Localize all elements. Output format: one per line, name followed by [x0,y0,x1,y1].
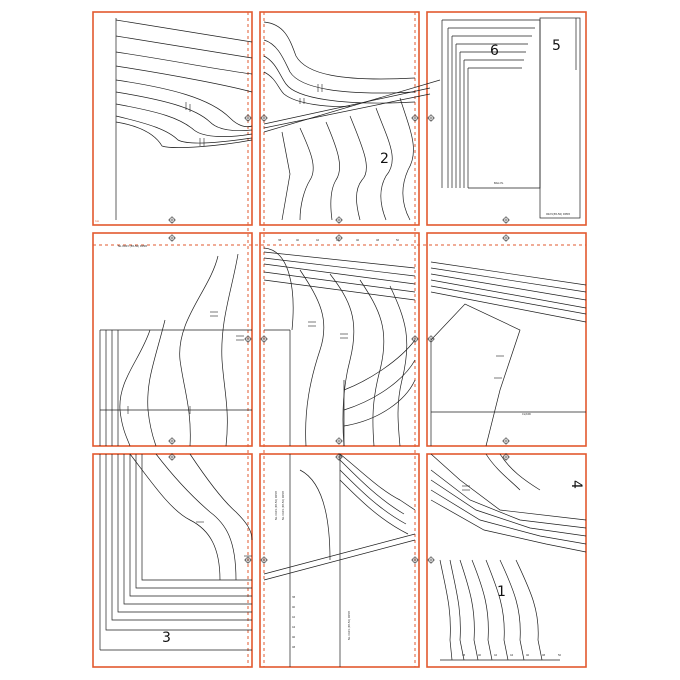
registration-marks [168,114,510,564]
registration-mark-icon [168,234,176,242]
tile-4-lines: NL 0023 (38-50) DP08 [99,244,252,447]
tile-8-vertical-a: NL 0023 (38-50) DP08 [274,491,278,520]
svg-text:46: 46 [292,636,296,639]
registration-mark-icon [502,437,510,445]
registration-mark-icon [502,453,510,461]
registration-mark-icon [427,114,435,122]
tile-8-vertical-b: NL 0023 (38-50) DP08 [281,491,285,520]
tile-2-border [259,11,420,226]
tile-4-header-label: NL 0023 (38-50) DP08 [118,244,147,248]
svg-text:44: 44 [510,654,514,657]
svg-text:46: 46 [356,239,360,242]
registration-mark-icon [502,234,510,242]
registration-mark-icon [335,234,343,242]
registration-mark-icon [168,216,176,224]
piece-number-1: 1 [497,584,506,600]
registration-mark-icon [260,335,268,343]
registration-mark-icon [411,335,419,343]
registration-mark-icon [244,556,252,564]
tile-3-border [426,11,587,226]
tile-9-lines: 1 4 38 40 42 44 46 48 50 [430,453,587,661]
tile-grid [92,11,587,668]
registration-mark-icon [335,453,343,461]
tile-5-lines: 38 40 42 44 46 48 50 [263,239,416,447]
tile-9-border [426,453,587,668]
registration-mark-icon [502,216,510,224]
piece-number-4: 4 [568,480,584,489]
svg-text:38: 38 [278,239,282,242]
svg-text:42: 42 [316,239,320,242]
tile-8-vertical-c: NL 0023 (38-50) DP08 [347,611,351,640]
tile-1-border [92,11,253,226]
registration-mark-icon [244,335,252,343]
svg-text:38: 38 [462,654,466,657]
tile-6-lines: CL/KIN [430,261,587,447]
piece-number-5: 5 [552,38,561,54]
svg-text:40: 40 [296,239,300,242]
svg-text:50: 50 [396,239,400,242]
registration-mark-icon [260,114,268,122]
tile-3-pocket-label: BAG PL [494,181,504,185]
piece-number-3: 3 [162,630,171,646]
svg-text:44: 44 [292,626,296,629]
registration-mark-icon [335,437,343,445]
svg-text:48: 48 [292,646,296,649]
registration-mark-icon [411,556,419,564]
registration-mark-icon [427,556,435,564]
svg-text:46: 46 [526,654,530,657]
tile-7-lines: 3 [99,453,253,651]
svg-text:1A: 1A [95,219,100,223]
svg-text:42: 42 [292,616,296,619]
tile-6-border [426,232,587,447]
tile-5-border [259,232,420,447]
tile-7-border [92,453,253,668]
registration-mark-icon [260,556,268,564]
svg-text:42: 42 [494,654,498,657]
piece-number-6: 6 [490,43,499,59]
registration-mark-icon [168,437,176,445]
registration-mark-icon [411,114,419,122]
svg-text:50: 50 [558,654,562,657]
registration-mark-icon [244,114,252,122]
svg-text:40: 40 [292,606,296,609]
tile-8-lines: NL 0023 (38-50) DP08 NL 0023 (38-50) DP0… [263,453,416,667]
svg-text:38: 38 [292,596,296,599]
tile-1-lines: 1A [95,18,253,223]
tile-8-border [259,453,420,668]
tile-2-lines: 2 [263,21,441,221]
registration-mark-icon [427,335,435,343]
tile-6-fold-label: CL/KIN [522,412,531,416]
registration-mark-icon [335,216,343,224]
tile-3-box-label: 0023(38-50) DP08 [546,212,570,216]
svg-text:40: 40 [478,654,482,657]
svg-text:48: 48 [376,239,380,242]
tile-3-lines: 0023(38-50) DP08 BAG PL 6 5 [441,17,581,219]
svg-text:48: 48 [542,654,546,657]
registration-mark-icon [168,453,176,461]
tile-4-border [92,232,253,447]
piece-number-2: 2 [380,151,389,167]
